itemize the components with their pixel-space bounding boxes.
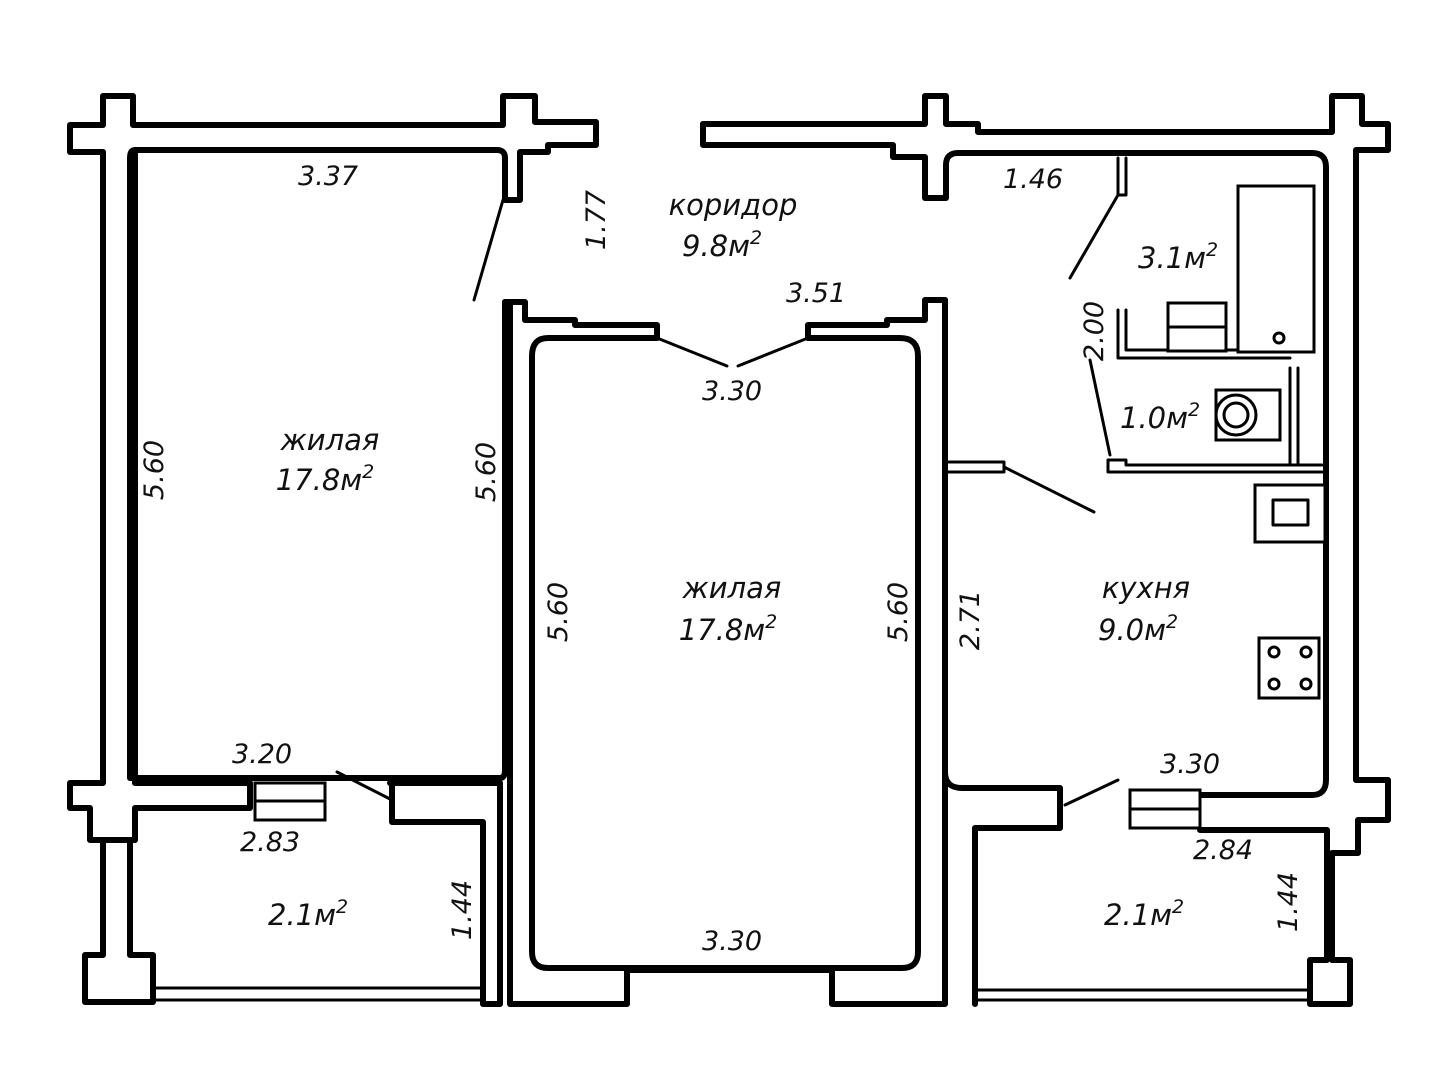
svg-text:кухня: кухня: [1102, 571, 1190, 605]
svg-text:жилая: жилая: [682, 571, 782, 605]
kitchen-door-stub: [946, 460, 1006, 474]
bathtub-icon: [1236, 184, 1316, 354]
dim-right-balcony-width: 2.84: [1193, 835, 1253, 866]
left-balcony-outer-wall: [82, 837, 156, 1005]
room-label-toilet: 1.0м2: [1120, 399, 1200, 435]
kitchen-sink-icon: [1253, 483, 1327, 544]
dim-corridor-width: 3.51: [786, 278, 846, 309]
dim-right-balcony-depth: 1.44: [1273, 872, 1304, 932]
dim-bath-top-width: 1.46: [1003, 164, 1063, 195]
dim-kitchen-bottom-width: 3.30: [1160, 749, 1220, 780]
room-label-kitchen: кухня 9.0м2: [1098, 571, 1190, 647]
dim-mid-bottom-width: 3.30: [702, 926, 762, 957]
dim-left-height-inner: 5.60: [471, 442, 502, 502]
dim-left-top-width: 3.37: [298, 161, 358, 192]
dim-mid-top-width: 3.30: [702, 376, 762, 407]
bath-partition: [1116, 156, 1292, 360]
left-right-partition: [502, 299, 660, 341]
dim-mid-height-left: 5.60: [543, 582, 574, 642]
dim-left-bottom-width: 3.20: [232, 739, 292, 770]
room-label-balcony-left: 2.1м2: [268, 896, 348, 932]
svg-text:коридор: коридор: [669, 188, 798, 222]
room-label-balcony-right: 2.1м2: [1104, 896, 1184, 932]
left-room-inner-wall: [127, 147, 508, 781]
dim-left-height-outer: 5.60: [139, 440, 170, 500]
right-balcony-rail: [973, 988, 1312, 1002]
left-room-wall: [67, 93, 599, 843]
door-swings: [335, 193, 1120, 807]
dim-mid-height-right: 5.60: [883, 582, 914, 642]
dim-kitchen-depth: 2.71: [955, 590, 986, 650]
upper-right-lower: [700, 121, 1329, 798]
toilet-partition: [1106, 366, 1324, 474]
mid-room-inner-wall: [529, 335, 921, 971]
svg-text:9.8м2: 9.8м2: [682, 227, 762, 263]
upper-right-wall: [700, 93, 1391, 1007]
left-balcony-wall: [387, 780, 503, 1007]
svg-text:жилая: жилая: [280, 423, 380, 457]
dim-left-balcony-width: 2.83: [240, 827, 300, 858]
room-label-living-mid: жилая 17.8м2: [679, 571, 782, 647]
left-balcony-rail: [153, 986, 485, 1002]
dim-left-balcony-depth: 1.44: [447, 880, 478, 940]
svg-text:17.8м2: 17.8м2: [276, 461, 375, 497]
room-label-corridor: коридор 9.8м2: [669, 188, 798, 263]
svg-text:9.0м2: 9.0м2: [1098, 611, 1178, 647]
room-label-bathroom: 3.1м2: [1138, 239, 1218, 275]
dim-bath-depth: 2.00: [1079, 301, 1110, 361]
svg-text:17.8м2: 17.8м2: [679, 611, 778, 647]
dim-corridor-depth: 1.77: [581, 190, 612, 250]
room-label-living-left: жилая 17.8м2: [276, 423, 380, 497]
kitchen-left-wall: [942, 297, 1063, 1007]
